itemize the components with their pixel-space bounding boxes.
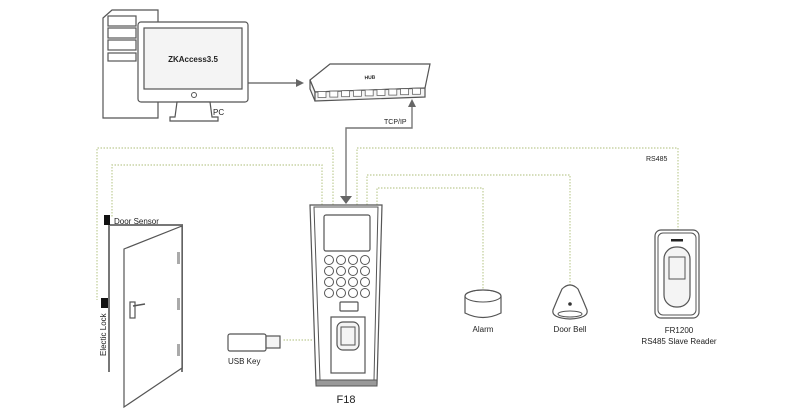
- door-sensor-device: [104, 215, 110, 225]
- keypad-button: [348, 255, 358, 265]
- hub-brand: HUB: [364, 75, 376, 82]
- keypad-button: [360, 288, 370, 298]
- drive-bay: [107, 27, 137, 39]
- hub-port: [411, 87, 421, 95]
- door-hinge: [177, 252, 180, 264]
- power-button: [191, 92, 197, 98]
- keypad-button: [324, 277, 334, 287]
- bell-body: [552, 284, 588, 320]
- usb-label: USB Key: [228, 357, 260, 366]
- f18-screen: [323, 214, 371, 252]
- reader-led: [671, 239, 683, 242]
- usb-connector: [265, 335, 281, 349]
- hub-port: [388, 88, 398, 96]
- hub: HUB TCP/IP: [309, 63, 431, 126]
- keypad-button: [348, 266, 358, 276]
- network-links: [240, 79, 416, 204]
- keypad-button: [360, 266, 370, 276]
- hub-port: [400, 88, 410, 96]
- hub-port: [317, 91, 327, 98]
- rs485-label: RS485: [646, 156, 668, 163]
- reader-bezel: [657, 232, 697, 316]
- reader-description: RS485 Slave Reader: [641, 337, 716, 346]
- electric-lock-label: Electic Lock: [99, 312, 108, 356]
- keypad-button: [336, 288, 346, 298]
- usb-body: [227, 333, 267, 352]
- monitor-stand: [169, 101, 219, 122]
- bell-button: [568, 302, 572, 306]
- alarm: Alarm: [464, 289, 502, 334]
- door-bell: Door Bell: [552, 284, 588, 334]
- alarm-body: [464, 296, 502, 319]
- wires: [96, 147, 679, 341]
- tcpip-label: TCP/IP: [384, 119, 407, 126]
- bell-rim: [557, 310, 583, 318]
- door-handle: [132, 303, 146, 307]
- hub-port: [329, 90, 339, 98]
- wire-electric-lock: [96, 147, 334, 300]
- screen-text: ZKAccess3.5: [168, 55, 218, 64]
- monitor-screen: [143, 27, 243, 90]
- wire-door-bell: [366, 174, 571, 285]
- reader-fingerprint-window: [668, 256, 686, 280]
- reader-sensor-area: [663, 246, 691, 308]
- keypad-button: [360, 277, 370, 287]
- usb-key: USB Key: [227, 333, 281, 366]
- hub-ports: [317, 87, 421, 98]
- keypad-button: [348, 277, 358, 287]
- keypad-button: [324, 288, 334, 298]
- f18-label: F18: [337, 394, 356, 406]
- pc: ZKAccess3.5 PC: [102, 9, 249, 122]
- fr1200-reader: FR1200 RS485 Slave Reader RS485: [641, 156, 716, 346]
- wire-alarm: [376, 187, 484, 290]
- drive-bay: [107, 15, 137, 27]
- door-leaf: [123, 225, 183, 409]
- tcpip-arrow-down: [340, 196, 352, 204]
- keypad-button: [324, 255, 334, 265]
- tcpip-link: [345, 99, 416, 200]
- electric-lock-device: [101, 298, 108, 308]
- door-hinge: [177, 298, 180, 310]
- door-sensor-label: Door Sensor: [114, 217, 159, 226]
- drive-bay: [107, 52, 137, 62]
- alarm-rim: [464, 289, 502, 303]
- keypad-button: [348, 288, 358, 298]
- bell-label: Door Bell: [554, 325, 587, 334]
- f18-controller: F18: [309, 204, 383, 406]
- alarm-label: Alarm: [473, 325, 494, 334]
- f18-keypad: [324, 255, 370, 298]
- door-handle-plate: [129, 301, 136, 319]
- keypad-button: [336, 255, 346, 265]
- keypad-button: [336, 277, 346, 287]
- keypad-button: [324, 266, 334, 276]
- hub-port: [352, 89, 362, 97]
- door: Door Sensor Electic Lock: [99, 215, 183, 409]
- hub-port: [376, 89, 386, 96]
- fingerprint-sensor: [336, 321, 360, 351]
- hub-port: [364, 89, 374, 97]
- wire-rs485-reader: [356, 147, 679, 230]
- hub-port: [341, 90, 351, 98]
- keypad-button: [360, 255, 370, 265]
- fingerprint-window: [340, 326, 356, 346]
- f18-base: [315, 379, 378, 387]
- drive-bay: [107, 39, 137, 51]
- reader-model: FR1200: [665, 326, 694, 335]
- f18-card-slot: [339, 301, 359, 312]
- keypad-button: [336, 266, 346, 276]
- pc-label: PC: [213, 108, 224, 117]
- door-hinge: [177, 344, 180, 356]
- wire-door-sensor: [111, 164, 323, 218]
